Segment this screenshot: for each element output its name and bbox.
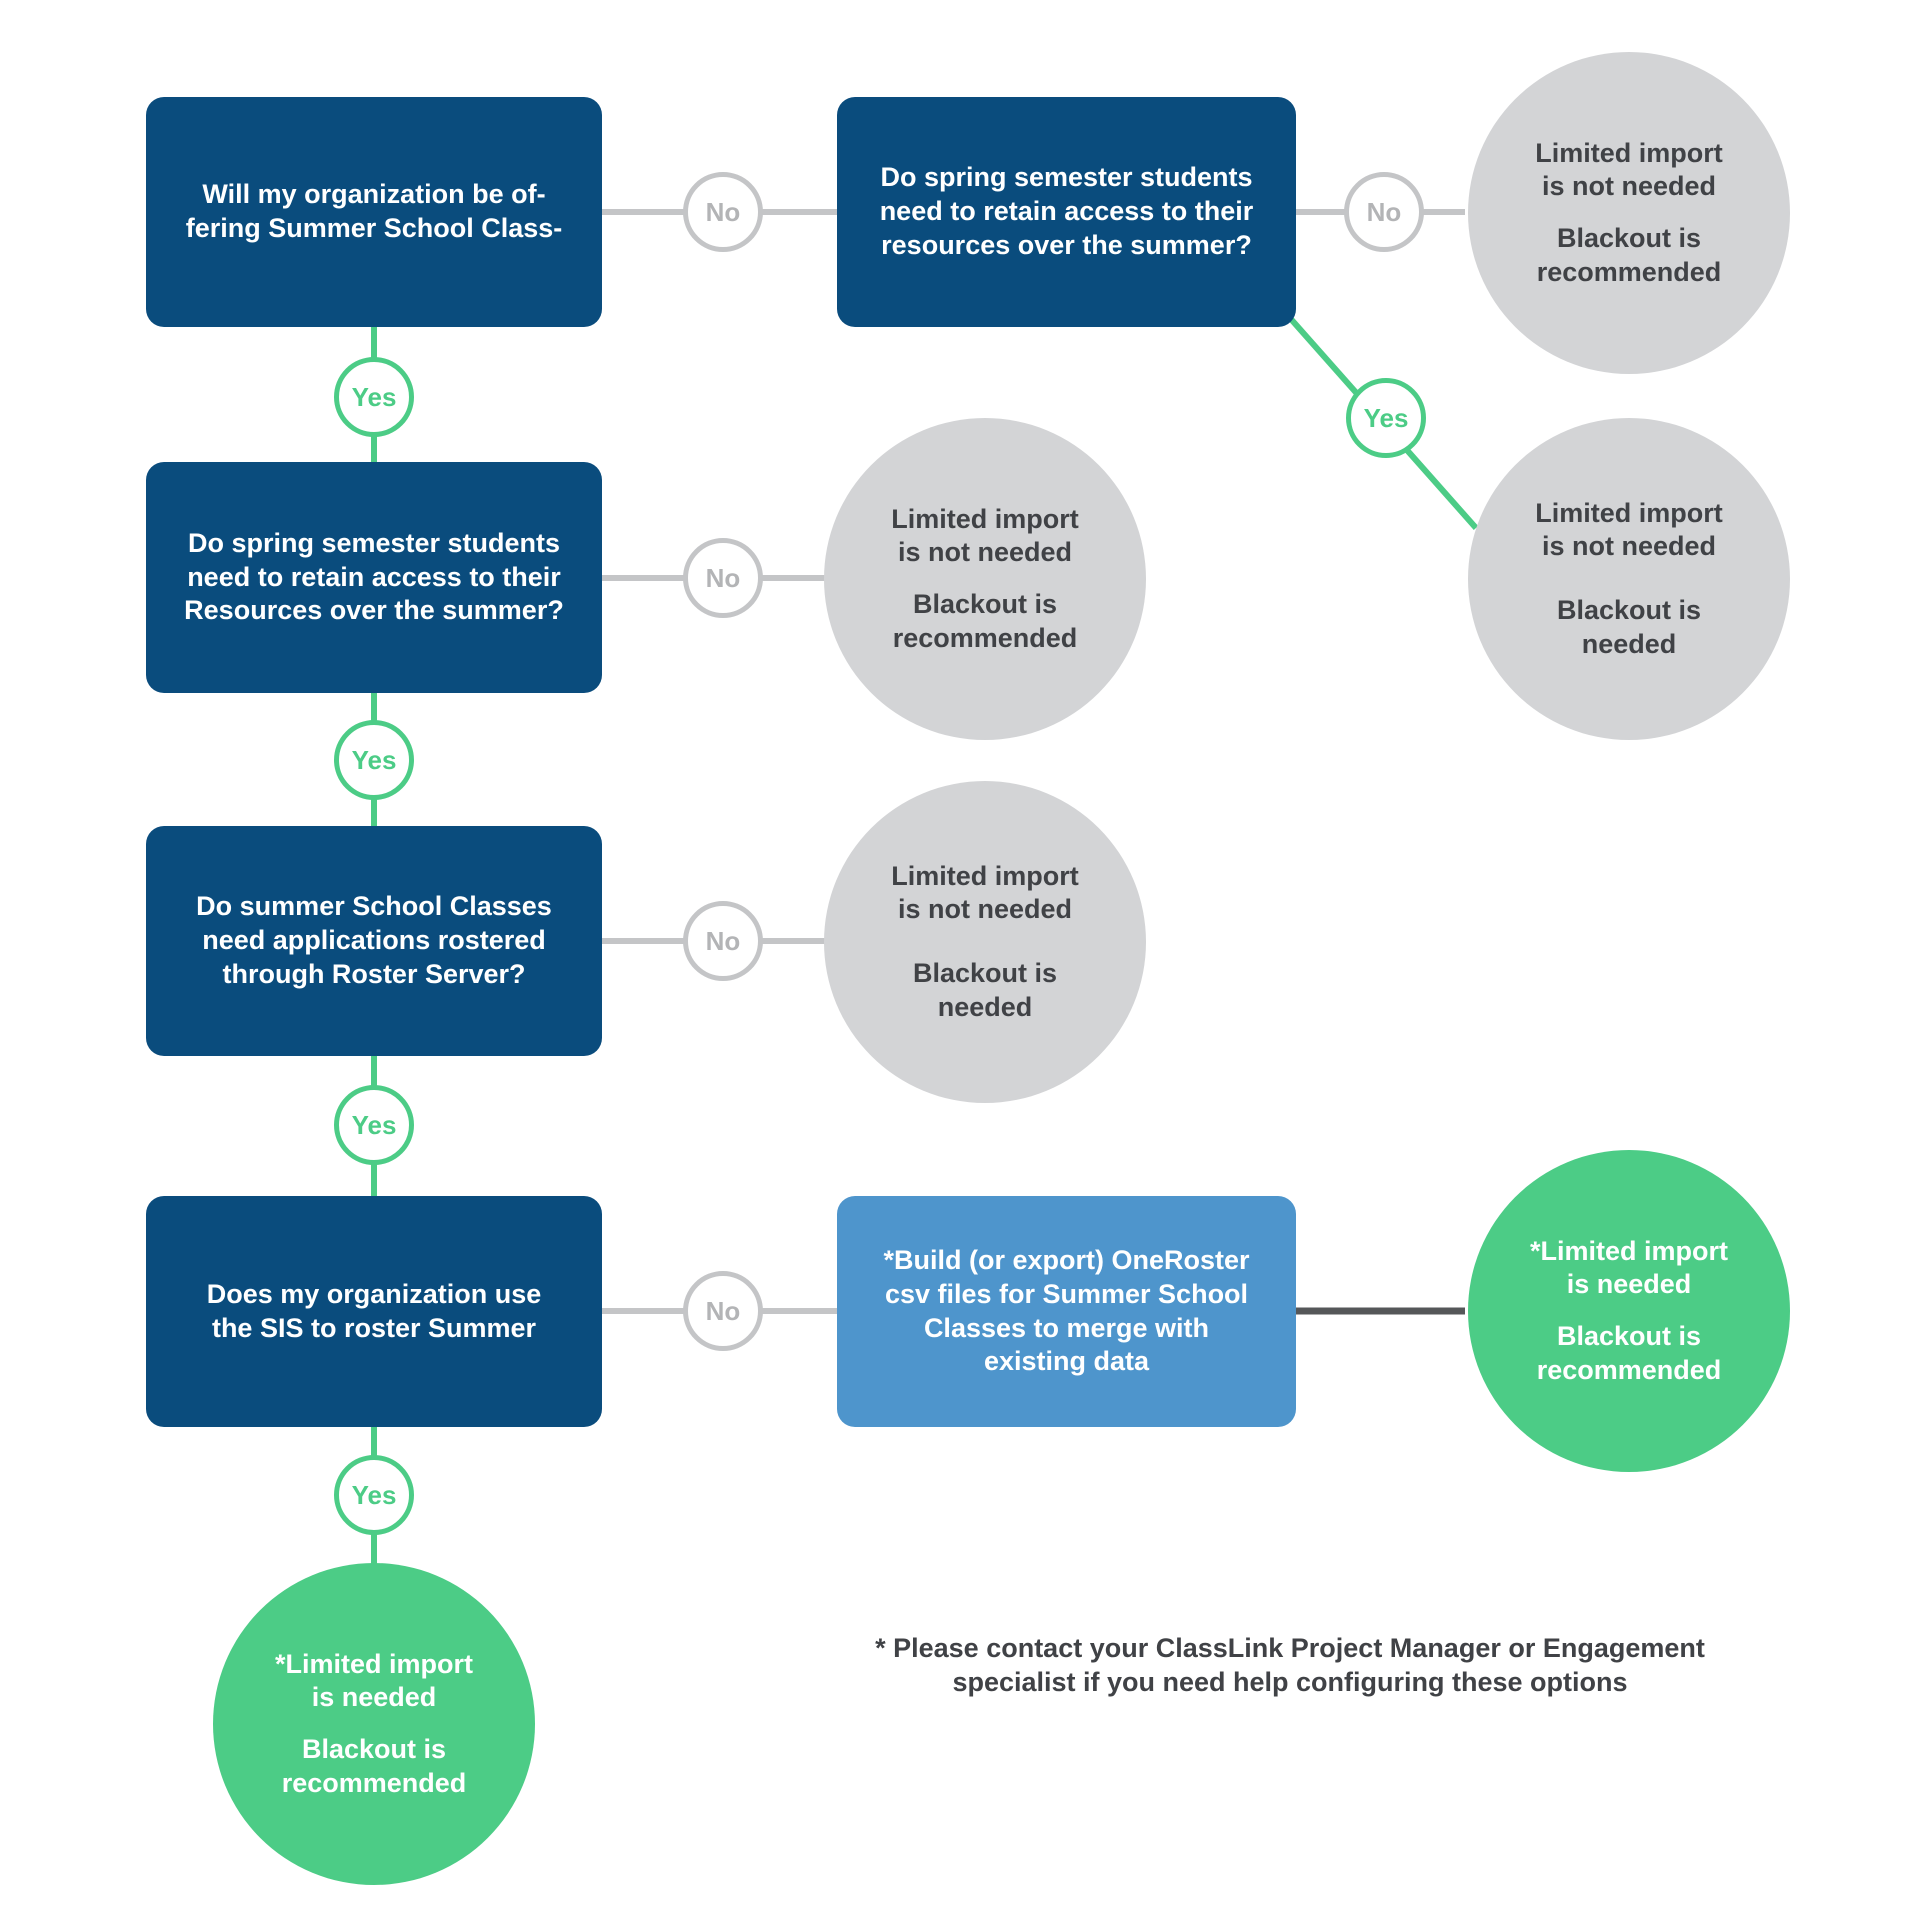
footnote-line: * Please contact your ClassLink Project … bbox=[875, 1633, 1705, 1663]
outcome-circle-blackout-needed: Limited import is not needed Blackout is… bbox=[1468, 418, 1790, 740]
outcome-line: Limited import bbox=[1535, 497, 1723, 528]
question-line: need applications rostered bbox=[202, 925, 546, 956]
question-line: Do spring semester students bbox=[880, 162, 1253, 193]
outcome-line: Blackout is bbox=[912, 589, 1058, 619]
question-line: through Roster Server? bbox=[222, 958, 526, 989]
no-badge: No bbox=[683, 901, 763, 981]
outcome-line: recommended bbox=[1536, 256, 1722, 287]
no-badge: No bbox=[1344, 172, 1424, 252]
footnote: * Please contact your ClassLink Project … bbox=[830, 1632, 1750, 1700]
outcome-line: Blackout is bbox=[1556, 1321, 1702, 1351]
question-line: fering Summer School Class- bbox=[185, 213, 563, 243]
outcome-circle-blackout-needed: Limited import is not needed Blackout is… bbox=[824, 781, 1146, 1103]
outcome-line: recommended bbox=[892, 622, 1078, 653]
outcome-line: is needed bbox=[311, 1682, 437, 1713]
outcome-line: recommended bbox=[281, 1767, 467, 1798]
question-line: Resources over the summer? bbox=[184, 595, 564, 626]
outcome-line: Blackout is bbox=[301, 1734, 447, 1764]
outcome-line: is not needed bbox=[1541, 171, 1717, 202]
question-line: Do spring semester students bbox=[187, 527, 561, 558]
outcome-line: is not needed bbox=[1541, 531, 1717, 562]
footnote-line: specialist if you need help configuring … bbox=[952, 1666, 1628, 1697]
outcome-circle-limited-import-needed: *Limited import is needed Blackout is re… bbox=[1468, 1150, 1790, 1472]
question-line: resources over the summer? bbox=[881, 229, 1252, 260]
outcome-line: Limited import bbox=[891, 860, 1079, 891]
outcome-line: Limited import bbox=[891, 503, 1079, 534]
question-line: need to retain access to their bbox=[187, 561, 561, 592]
action-line: Classes to merge with bbox=[923, 1312, 1210, 1343]
question-box-roster-server: Do summer School Classes need applicatio… bbox=[146, 826, 602, 1056]
no-badge: No bbox=[683, 172, 763, 252]
outcome-line: is not needed bbox=[897, 894, 1073, 925]
question-box-summer-school: Will my organization be of- fering Summe… bbox=[146, 97, 602, 327]
yes-badge: Yes bbox=[334, 720, 414, 800]
action-line: *Build (or export) OneRoster bbox=[883, 1245, 1250, 1275]
question-line: Do summer School Classes bbox=[196, 891, 552, 922]
outcome-line: *Limited import bbox=[274, 1648, 473, 1679]
outcome-line: Blackout is bbox=[1556, 595, 1702, 625]
question-box-retain-access: Do spring semester students need to reta… bbox=[146, 462, 602, 693]
outcome-circle-blackout-recommended: Limited import is not needed Blackout is… bbox=[824, 418, 1146, 740]
outcome-line: Limited import bbox=[1535, 137, 1723, 168]
outcome-line: *Limited import bbox=[1529, 1235, 1728, 1266]
outcome-line: Blackout is bbox=[1556, 223, 1702, 253]
yes-badge: Yes bbox=[334, 1455, 414, 1535]
outcome-circle-blackout-recommended: Limited import is not needed Blackout is… bbox=[1468, 52, 1790, 374]
outcome-line: needed bbox=[1581, 628, 1677, 659]
question-line: Will my organization be of- bbox=[202, 179, 546, 210]
yes-badge: Yes bbox=[1346, 378, 1426, 458]
outcome-line: Blackout is bbox=[912, 958, 1058, 988]
question-box-retain-access-no-branch: Do spring semester students need to reta… bbox=[837, 97, 1296, 327]
question-line: Does my organization use bbox=[206, 1278, 542, 1309]
yes-badge: Yes bbox=[334, 357, 414, 437]
action-line: existing data bbox=[983, 1346, 1150, 1377]
outcome-line: recommended bbox=[1536, 1354, 1722, 1385]
yes-badge: Yes bbox=[334, 1085, 414, 1165]
action-box-build-oneroster: *Build (or export) OneRoster csv files f… bbox=[837, 1196, 1296, 1427]
action-line: csv files for Summer School bbox=[884, 1278, 1249, 1309]
outcome-line: needed bbox=[937, 991, 1033, 1022]
question-line: the SIS to roster Summer bbox=[211, 1312, 537, 1343]
outcome-line: is needed bbox=[1566, 1269, 1692, 1300]
outcome-circle-limited-import-needed: *Limited import is needed Blackout is re… bbox=[213, 1563, 535, 1885]
no-badge: No bbox=[683, 1271, 763, 1351]
no-badge: No bbox=[683, 538, 763, 618]
question-box-sis-roster: Does my organization use the SIS to rost… bbox=[146, 1196, 602, 1427]
outcome-line: is not needed bbox=[897, 537, 1073, 568]
question-line: need to retain access to their bbox=[879, 196, 1254, 227]
